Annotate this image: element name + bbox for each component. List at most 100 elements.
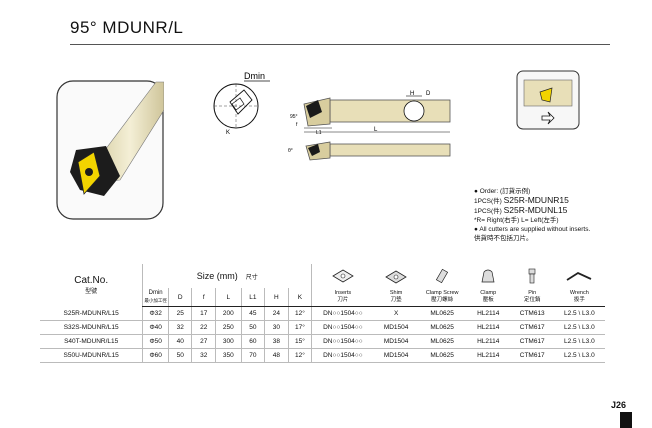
k-label: K: [226, 130, 230, 136]
cell: Φ50: [142, 334, 169, 349]
cell: L2.5 \ L3.0: [553, 348, 605, 363]
col-header-d: D: [167, 288, 192, 307]
cell: ML0625: [418, 320, 466, 335]
cell: 60: [240, 334, 265, 349]
cell: ML0625: [418, 306, 466, 321]
cell: MD1504: [373, 348, 419, 363]
cell: 17°: [287, 320, 312, 335]
cell: 15°: [287, 334, 312, 349]
header-row-1: Cat.No. 型號 Size (mm)尺寸: [40, 264, 605, 295]
tool-thumbnail: [516, 70, 580, 130]
hand-note: *R= Right(右手) L= Left(左手): [474, 217, 559, 224]
cell: S32S-MDUNR/L15: [40, 320, 143, 335]
cell: 40: [167, 334, 192, 349]
cell: 32: [167, 320, 192, 335]
cell: Φ32: [142, 306, 169, 321]
cell: 250: [215, 320, 242, 335]
cell: 70: [240, 348, 265, 363]
h-label: H: [410, 91, 414, 97]
page-marker: [620, 412, 632, 428]
cell: 30: [264, 320, 289, 335]
cell: DN○○1504○○: [311, 306, 374, 321]
cell: 32: [191, 348, 216, 363]
cell: CTM617: [510, 334, 554, 349]
cell: 48: [264, 348, 289, 363]
cell: CTM617: [510, 348, 554, 363]
cell: 200: [215, 306, 242, 321]
table-row: S25R-MDUNR/L15 Φ32 25 17 200 45 24 12° D…: [40, 306, 605, 321]
order-code-left: S25R-MDUNL15: [503, 205, 568, 215]
cell: MD1504: [373, 334, 419, 349]
l1-label: L1: [316, 130, 322, 136]
cell: Φ60: [142, 348, 169, 363]
dmin-header: Dmin 最小加工徑: [142, 288, 169, 307]
cell: L2.5 \ L3.0: [553, 306, 605, 321]
order-line-1: 1PCS(件) S25R-MDUNR15: [474, 195, 569, 206]
cell: L2.5 \ L3.0: [553, 320, 605, 335]
theta-label: θ°: [288, 148, 293, 154]
order-code-right: S25R-MDUNR15: [503, 195, 569, 205]
cell: HL2114: [465, 320, 511, 335]
clamp-icon: [466, 264, 511, 288]
title-divider: [70, 44, 610, 45]
cell: ML0625: [418, 348, 466, 363]
cell: 24: [264, 306, 289, 321]
table-row: S50U-MDUNR/L15 Φ60 50 32 350 70 48 12° D…: [40, 348, 605, 363]
cell: HL2114: [465, 348, 511, 363]
cell: MD1504: [373, 320, 419, 335]
order-line-2: 1PCS(件) S25R-MDUNL15: [474, 205, 568, 216]
cell: L2.5 \ L3.0: [553, 334, 605, 349]
cell: S25R-MDUNR/L15: [40, 306, 143, 321]
cell: ML0625: [418, 334, 466, 349]
cell: HL2114: [465, 306, 511, 321]
col-header-l1: L1: [240, 288, 265, 307]
cell: 22: [191, 320, 216, 335]
order-label: ● Order: (訂貨示例): [474, 188, 531, 195]
angle-label: 95°: [290, 114, 298, 120]
cell: X: [373, 306, 419, 321]
cell: 12°: [287, 306, 312, 321]
cell: CTM613: [510, 306, 554, 321]
order-notes: ● Order: (訂貨示例) 1PCS(件) S25R-MDUNR15 1PC…: [474, 187, 649, 243]
cell: Φ40: [142, 320, 169, 335]
l-label: L: [374, 127, 378, 133]
pin-icon: [511, 264, 554, 288]
cell: 45: [240, 306, 265, 321]
cell: CTM617: [510, 320, 554, 335]
cell: S50U-MDUNR/L15: [40, 348, 143, 363]
dmin-label: Dmin: [244, 71, 265, 81]
cell: 50: [167, 348, 192, 363]
size-header: Size (mm)尺寸: [142, 264, 312, 288]
supply-note-cn: 供貨時不包括刀片。: [474, 235, 533, 242]
cell: 12°: [287, 348, 312, 363]
cat-no-header: Cat.No. 型號: [74, 275, 109, 296]
side-view-drawing: H D 95° L1 f L θ°: [288, 91, 451, 161]
cell: 27: [191, 334, 216, 349]
table-row: S40T-MDUNR/L15 Φ50 40 27 300 60 38 15° D…: [40, 334, 605, 349]
cell: 17: [191, 306, 216, 321]
cell: 25: [167, 306, 192, 321]
cell: 38: [264, 334, 289, 349]
clamp-screw-icon: [419, 264, 466, 288]
insert-icon: [311, 264, 374, 288]
page-title: 95° MDUNR/L: [70, 18, 184, 37]
d-label: D: [426, 91, 431, 97]
tool-photo: [56, 80, 164, 220]
cell: DN○○1504○○: [311, 334, 374, 349]
shim-icon: [374, 264, 419, 288]
cell: DN○○1504○○: [311, 320, 374, 335]
cell: HL2114: [465, 334, 511, 349]
col-header-k: K: [287, 288, 312, 307]
f-label: f: [296, 122, 298, 128]
dmin-detail-drawing: Dmin K: [213, 71, 270, 136]
cell: S40T-MDUNR/L15: [40, 334, 143, 349]
col-header-h: H: [264, 288, 289, 307]
col-header-f: f: [191, 288, 216, 307]
cell: 300: [215, 334, 242, 349]
